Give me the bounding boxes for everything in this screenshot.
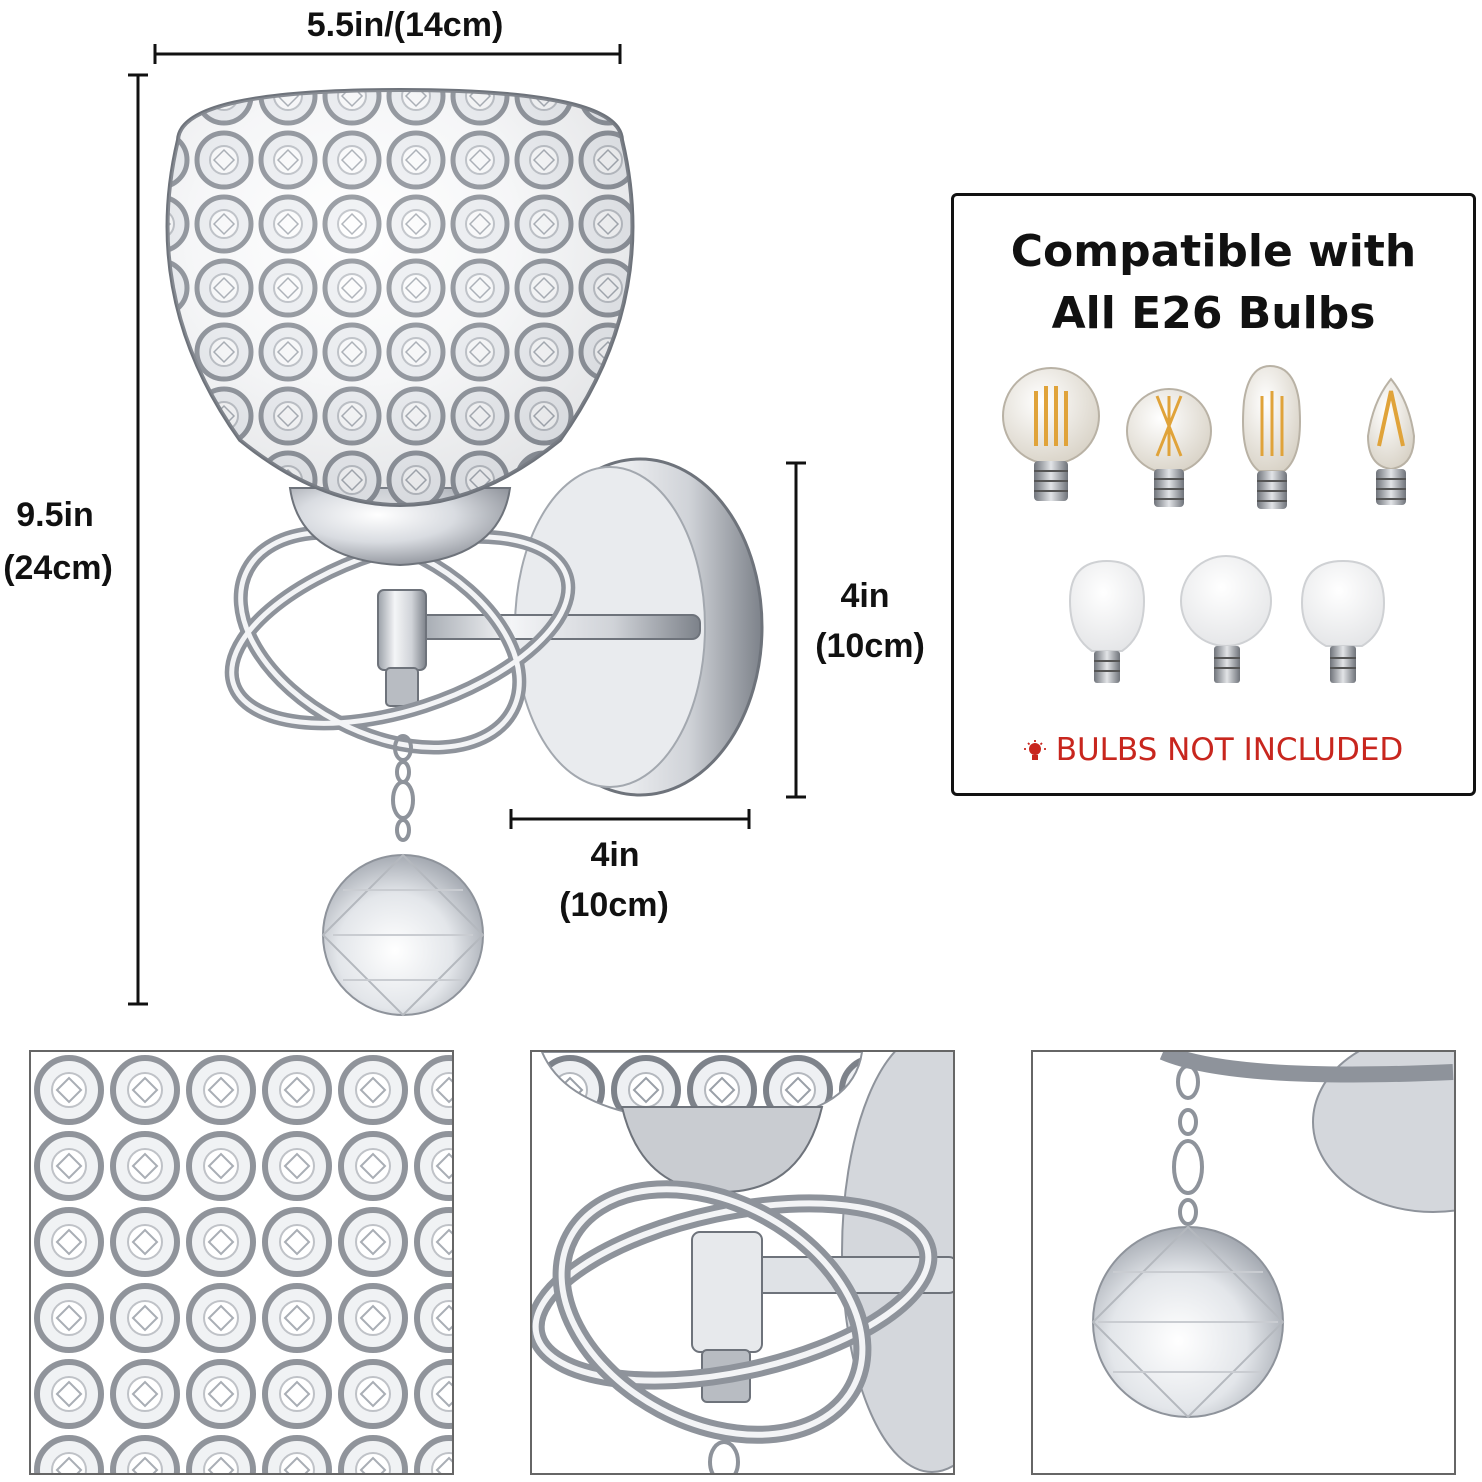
- detail-shade-closeup: [29, 1050, 454, 1475]
- compat-title-line2: All E26 Bulbs: [1051, 288, 1376, 339]
- led-a19-bulb-2-icon: [1300, 559, 1386, 683]
- plate-width-label-cm: (10cm): [559, 886, 669, 924]
- plate-width-label-in: 4in: [590, 836, 640, 874]
- compatibility-panel: Compatible with All E26 Bulbs: [951, 193, 1476, 796]
- product-dimension-illustration: [128, 44, 806, 1017]
- filament-globe-bulb-icon: [1002, 367, 1100, 501]
- height-label-cm: (24cm): [3, 549, 113, 587]
- height-label-in: 9.5in: [16, 496, 94, 534]
- filament-candle-bulb-icon: [1366, 377, 1416, 505]
- width-dimension-line: [153, 44, 622, 64]
- detail-arm-closeup: [530, 1050, 955, 1475]
- detail-crystal-closeup: [1031, 1050, 1456, 1475]
- height-dimension-line: [128, 73, 148, 1006]
- compat-title-line1: Compatible with: [1010, 226, 1417, 277]
- led-a19-bulb-icon: [1068, 559, 1146, 683]
- plate-height-label-cm: (10cm): [815, 627, 925, 665]
- pendant-chain: [391, 734, 415, 842]
- warning-text: BULBS NOT INCLUDED: [1055, 732, 1404, 768]
- plate-height-label-in: 4in: [840, 577, 890, 615]
- plate-height-dimension-line: [786, 461, 806, 799]
- bulb-illustrations: [1002, 364, 1416, 683]
- bulbs-not-included-notice: BULBS NOT INCLUDED: [954, 732, 1473, 768]
- width-label: 5.5in/(14cm): [306, 6, 504, 44]
- crystal-ball: [321, 853, 485, 1017]
- filament-edison-bulb-icon: [1242, 364, 1301, 509]
- led-globe-bulb-icon: [1180, 555, 1272, 683]
- bulb-alert-icon: [1023, 734, 1046, 760]
- crystal-shade: [165, 87, 635, 508]
- plate-width-dimension-line: [509, 809, 751, 829]
- shade-cup: [288, 487, 512, 567]
- filament-small-globe-bulb-icon: [1126, 388, 1212, 507]
